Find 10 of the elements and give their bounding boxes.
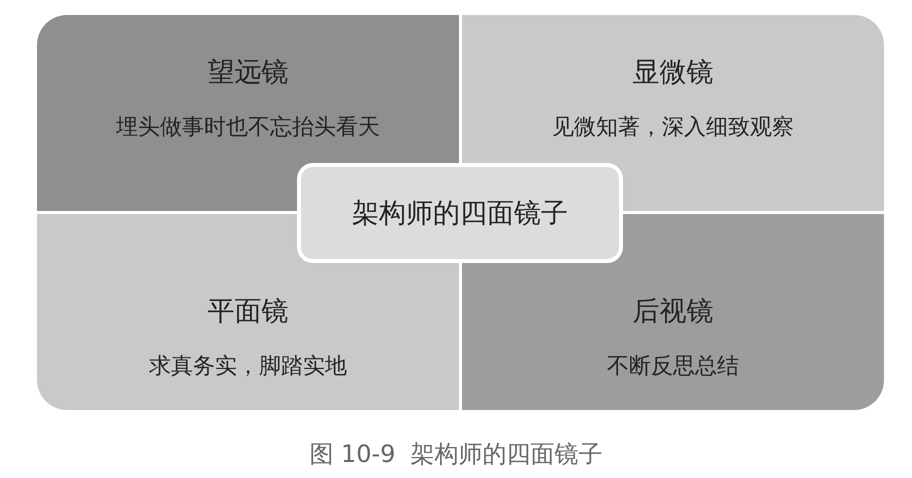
center-box: 架构师的四面镜子 [297,163,623,263]
quadrant-description: 见微知著，深入细致观察 [552,114,794,142]
quadrant-description: 埋头做事时也不忘抬头看天 [116,114,380,142]
quadrant-heading: 后视镜 [632,295,714,329]
quadrant-heading: 望远镜 [208,56,288,90]
quadrant-heading: 显微镜 [632,56,714,90]
quadrant-description: 求真务实，脚踏实地 [149,353,347,381]
quadrant-heading: 平面镜 [208,295,288,329]
quadrant-description: 不断反思总结 [607,353,739,381]
figure-caption: 图 10-9 架构师的四面镜子 [308,439,604,470]
